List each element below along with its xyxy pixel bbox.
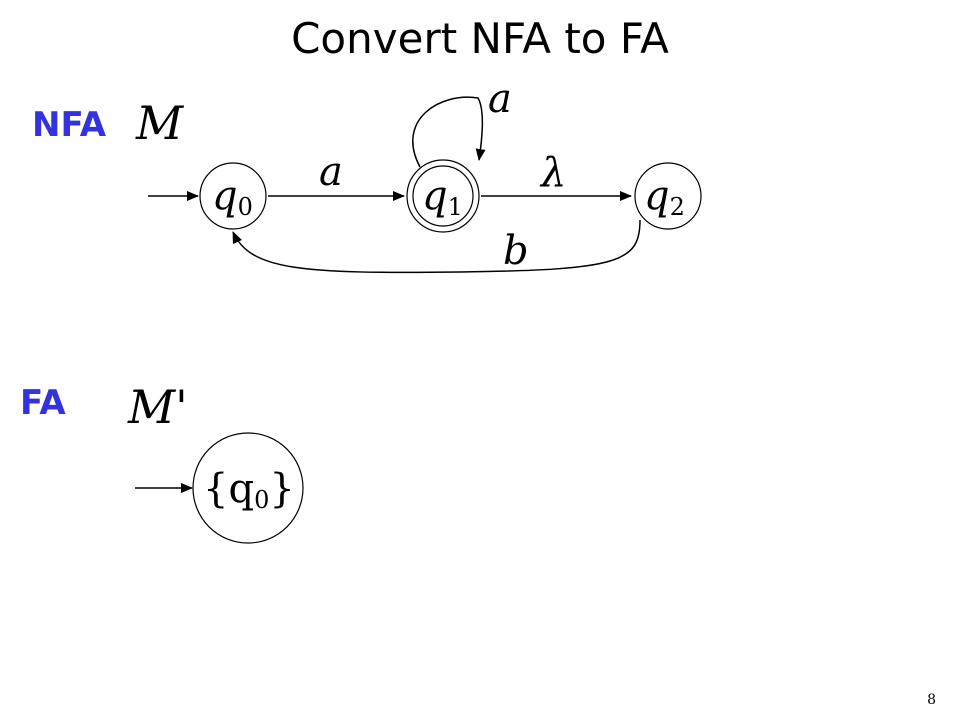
nfa-machine-name: M [136,96,184,150]
state-q1: q1 [406,159,480,233]
page-number: 8 [927,692,936,708]
state-q1-label: q1 [422,173,463,221]
transition-q2-q0-label: b [503,228,529,274]
fa-section-label: FA [20,383,66,423]
nfa-section-label: NFA [32,105,107,145]
transition-q1-q2-label: λ [539,150,566,196]
state-q2: q2 [634,162,702,230]
transition-q1-loop [412,96,486,168]
slide-title: Convert NFA to FA [291,14,669,63]
transition-q1-loop-label: a [488,76,512,122]
state-q2-label: q2 [644,173,685,221]
fa-machine-name: M' [128,380,188,434]
state-set-q0-label: {q0} [203,466,295,514]
transition-q2-q0 [232,219,641,274]
state-q0-label: q0 [212,173,253,221]
transition-q0-q1-label: a [319,149,343,195]
state-q0: q0 [199,162,267,230]
state-set-q0: {q0} [192,432,304,544]
